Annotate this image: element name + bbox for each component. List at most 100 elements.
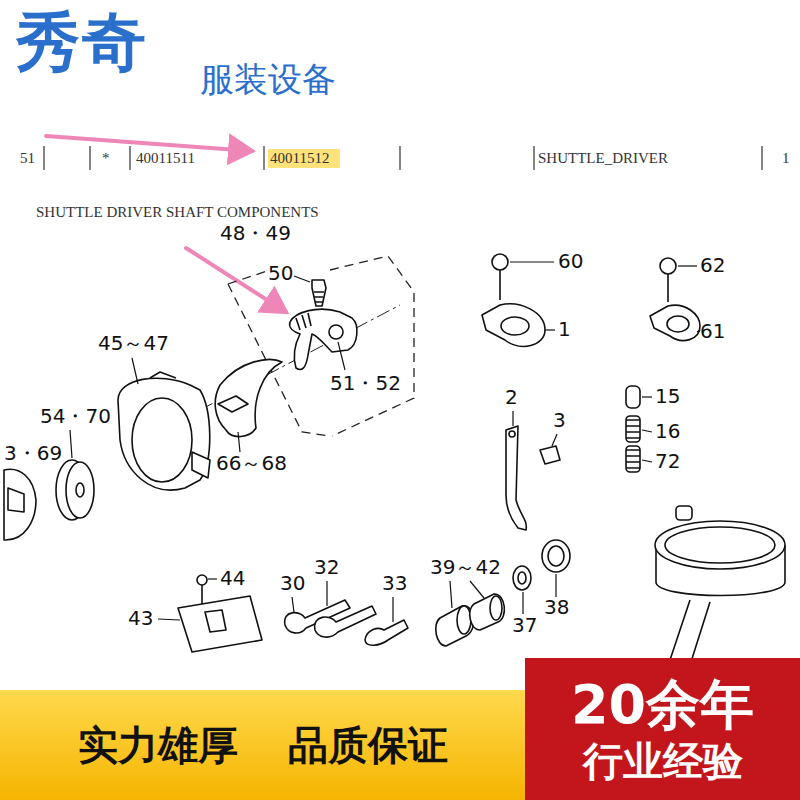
parts-part <box>215 360 282 437</box>
parts-part <box>132 398 192 482</box>
leader-lines-part <box>555 574 556 597</box>
parts-part <box>548 546 564 566</box>
table-cell: 1 <box>782 150 790 167</box>
callout-number: 61 <box>700 320 725 343</box>
parts-part <box>506 426 526 530</box>
leader-lines-part <box>522 592 523 614</box>
callout-number: 60 <box>558 250 583 273</box>
brand-title: 秀奇 <box>16 6 148 80</box>
callout-number: 37 <box>512 614 537 637</box>
leader-lines-part <box>450 581 452 608</box>
parts-part <box>296 313 311 330</box>
parts-part <box>665 527 775 563</box>
callout-number: 48・49 <box>220 222 291 245</box>
highlight <box>268 149 340 168</box>
parts-part <box>626 420 640 438</box>
parts-part <box>667 274 669 302</box>
slogan-band: 实力雄厚品质保证 <box>0 690 525 800</box>
parts-part <box>499 270 501 300</box>
leader-lines-part <box>642 396 652 397</box>
parts-part <box>197 575 207 585</box>
parts-part <box>66 462 94 518</box>
callout-number: 44 <box>220 567 245 590</box>
callout-number: 45～47 <box>98 332 169 355</box>
pointer-arrow-part <box>46 136 252 151</box>
parts-part <box>490 596 502 620</box>
dashed-group-part <box>228 270 270 284</box>
parts-part <box>650 305 700 340</box>
callout-number: 16 <box>655 420 680 443</box>
callout-number: 3・69 <box>4 442 62 465</box>
parts-part <box>457 606 471 634</box>
table-row-part <box>89 146 90 170</box>
brand-subtitle: 服装设备 <box>200 60 336 99</box>
callout-number: 15 <box>655 385 680 408</box>
callout-number: 33 <box>382 572 407 595</box>
parts-part <box>670 600 710 665</box>
leader-lines-part <box>292 597 294 612</box>
parts-part <box>667 316 689 332</box>
table-cell: 40011512 <box>270 150 329 167</box>
leader-lines-part <box>70 430 72 458</box>
parts-part <box>314 292 324 302</box>
parts-part <box>315 606 376 637</box>
parts-part <box>540 446 560 464</box>
parts-part <box>4 469 36 540</box>
parts-part <box>626 386 640 408</box>
node-text: 品质保证 <box>288 723 448 767</box>
parts-part <box>518 572 526 584</box>
callout-number: 66～68 <box>216 452 287 475</box>
parts-part <box>205 610 226 632</box>
table-row-part <box>129 146 130 170</box>
leader-lines-part <box>552 434 557 446</box>
parts-part <box>660 258 676 274</box>
parts-part <box>365 620 408 645</box>
callout-number: 3 <box>553 409 566 432</box>
parts-part <box>470 594 505 630</box>
table-cell: SHUTTLE DRIVER SHAFT COMPONENTS <box>36 204 319 221</box>
callout-number: 62 <box>700 254 725 277</box>
parts-part <box>8 488 24 512</box>
leader-lines-part <box>338 342 345 370</box>
callout-number: 30 <box>280 572 305 595</box>
leader-lines-part <box>132 358 138 384</box>
table-row-part <box>761 146 762 170</box>
leader-lines-part <box>158 619 180 620</box>
table-row-part <box>399 146 400 170</box>
parts-part <box>626 416 640 442</box>
callout-number: 43 <box>128 607 153 630</box>
callout-number: 2 <box>505 386 518 409</box>
parts-part <box>501 317 529 335</box>
table-cell: 51 <box>20 150 35 167</box>
parts-part <box>676 506 692 520</box>
parts <box>4 254 785 665</box>
leader-lines-part <box>510 261 554 262</box>
table-row-part <box>43 146 44 170</box>
parts-part <box>513 566 531 590</box>
leader-lines-part <box>642 460 652 462</box>
table-cell: SHUTTLE_DRIVER <box>538 150 668 167</box>
parts-part <box>626 446 640 472</box>
callout-number: 72 <box>655 450 680 473</box>
leader-lines-part <box>470 581 484 598</box>
parts-part <box>655 521 785 569</box>
callout-number: 32 <box>314 556 339 579</box>
parts-part <box>542 540 570 572</box>
parts-part <box>626 450 640 468</box>
node-text: 20余年 <box>571 675 754 734</box>
table-row-part <box>263 146 264 170</box>
leader-lines <box>70 262 700 622</box>
callout-number: 38 <box>544 596 569 619</box>
parts-part <box>201 585 203 604</box>
leader-lines-part <box>678 265 697 266</box>
experience-box: 20余年行业经验 <box>525 658 800 800</box>
callout-number: 39～42 <box>430 556 501 579</box>
parts-part <box>436 606 474 646</box>
parts-part <box>482 304 545 346</box>
node-text: 行业经验 <box>583 739 743 783</box>
callout-number: 50 <box>268 262 293 285</box>
callout-number: 54・70 <box>40 405 111 428</box>
leader-lines-part <box>697 330 700 332</box>
leader-lines-part <box>238 432 240 452</box>
parts-part <box>312 280 326 306</box>
